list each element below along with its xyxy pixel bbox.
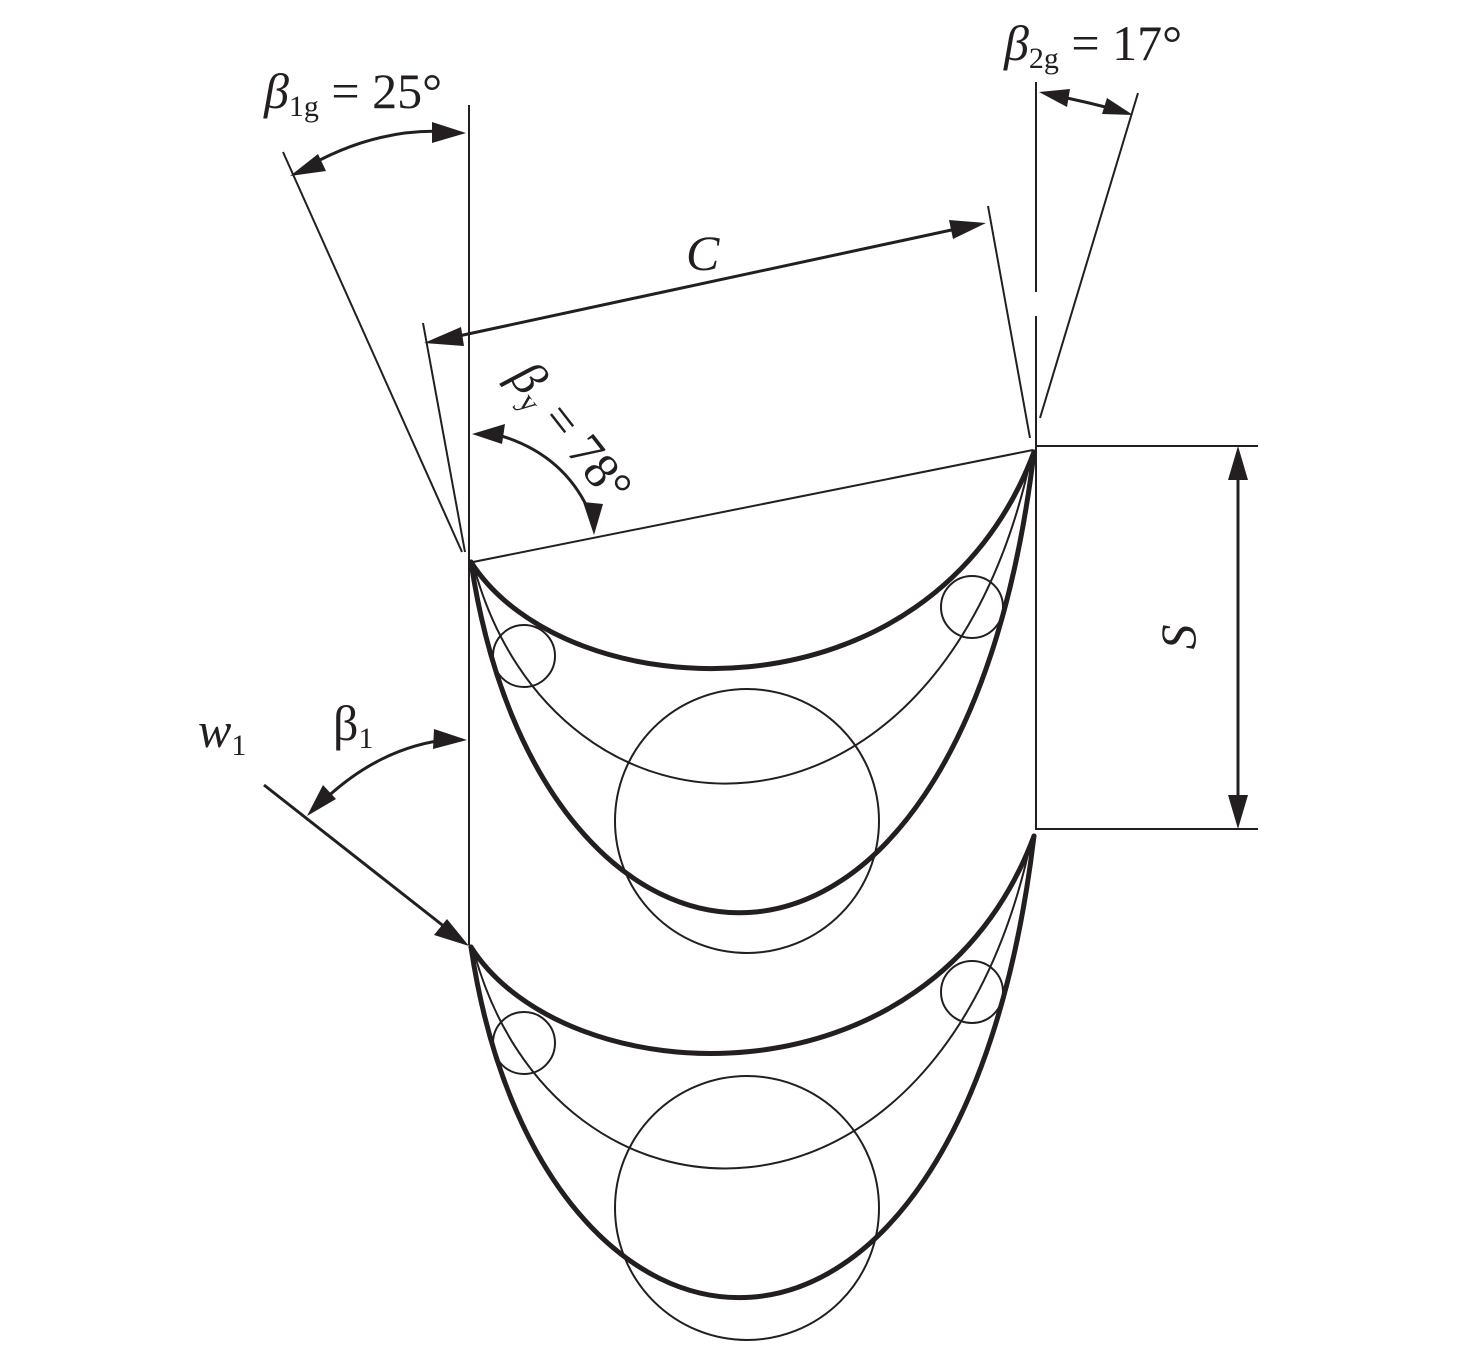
w1-label: w1 — [198, 702, 246, 762]
lower-blade-camber-line — [473, 840, 1032, 1170]
betay-arrow-bottom — [583, 502, 603, 535]
beta1g-arrow-right — [432, 122, 466, 143]
betay-label: βy = 78° — [496, 350, 644, 516]
upper-blade-leading-circle — [492, 624, 556, 688]
beta2g-arrow-left — [1039, 89, 1070, 107]
beta1-arrow-right — [433, 729, 467, 749]
upper-blade-camber-line — [473, 456, 1032, 785]
lower-blade — [468, 833, 1037, 1341]
chord-extension-right — [987, 205, 1031, 439]
upper-blade-middle-circle — [614, 688, 880, 954]
chord-arrow-left — [424, 327, 464, 346]
beta2g-label: β2g = 17° — [1003, 15, 1182, 75]
pitch-arrow-bottom — [1228, 795, 1248, 829]
beta1g-arrow-left — [290, 154, 326, 176]
upper-blade — [468, 449, 1037, 954]
beta1-label: β1 — [333, 695, 373, 755]
upper-blade-pressure-surface — [468, 449, 1037, 672]
chord-extension-left — [422, 322, 466, 553]
outlet-blade-angle-line — [1039, 92, 1139, 419]
pitch-label: S — [1150, 625, 1206, 650]
lower-blade-leading-circle — [492, 1011, 556, 1075]
chord-dimension-line — [439, 224, 971, 342]
pitch-arrow-top — [1228, 446, 1248, 480]
betay-arrow-top — [472, 424, 505, 444]
beta1-arrow-left — [307, 785, 336, 816]
chord-line — [472, 449, 1034, 563]
lower-blade-middle-circle — [614, 1075, 880, 1341]
inlet-blade-angle-line — [282, 151, 463, 553]
upper-blade-trailing-circle — [940, 575, 1004, 639]
w1-flow-arrowhead — [434, 919, 469, 946]
lower-blade-trailing-circle — [940, 960, 1004, 1024]
w1-flow-arrow-line — [263, 783, 456, 937]
lower-blade-suction-surface — [468, 833, 1037, 1301]
upper-blade-suction-surface — [468, 449, 1037, 916]
chord-arrow-right — [949, 220, 986, 239]
chord-label: C — [686, 225, 720, 281]
beta2g-arrow-right — [1102, 98, 1133, 115]
beta1g-label: β1g = 25° — [263, 63, 442, 123]
lower-blade-pressure-surface — [468, 833, 1037, 1056]
